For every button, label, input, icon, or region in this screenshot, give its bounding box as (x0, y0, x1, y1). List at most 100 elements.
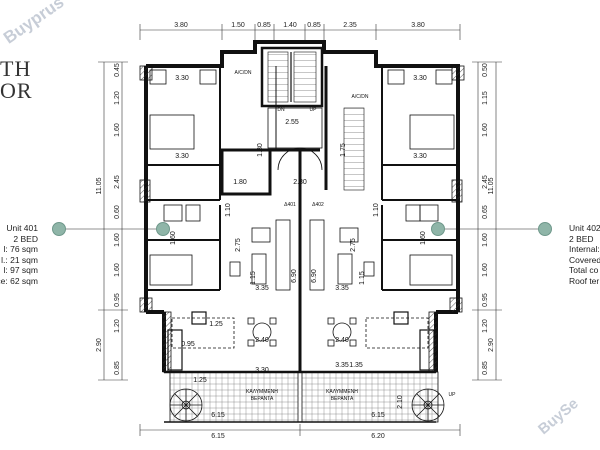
dimension-bottom-label: 6.15 (211, 433, 225, 440)
plan-annotation: Δ401 (284, 202, 296, 208)
developer-logo: TH OR (0, 58, 33, 102)
plan-annotation: ΚΑΛΥΜΜΕΝΗ (246, 389, 278, 395)
dimension-right-outer-label: 11.05 (488, 177, 495, 194)
dimension-right-inner-label: 1.60 (482, 233, 489, 247)
unit-401-title: Unit 401 (6, 223, 38, 233)
unit-402-beds: 2 BED (569, 233, 594, 244)
room-dimension-label: 3.30 (413, 153, 427, 160)
logo-line-1: TH (0, 56, 32, 81)
room-dimension-label: 2.40 (255, 337, 269, 344)
logo-line-2: OR (0, 78, 33, 103)
room-dimension-label: 2.40 (335, 337, 349, 344)
room-dimension-label: 1.10 (225, 203, 232, 217)
dimension-left-inner-label: 0.85 (114, 361, 121, 375)
stairwell (260, 46, 365, 191)
unit-402-info: Unit 402 2 BED Internal: Covered Total c… (569, 223, 600, 286)
verandas (164, 370, 439, 423)
dimension-left-inner-label: 1.20 (114, 91, 121, 105)
kitchen-counters (167, 311, 435, 371)
dimension-left (98, 61, 128, 381)
room-dimension-label: 3.30 (413, 75, 427, 82)
room-dimension-label: 6.15 (371, 412, 385, 419)
dimension-right-inner-label: 1.60 (482, 263, 489, 277)
dimension-top-label: 1.40 (283, 22, 297, 29)
room-dimension-label: 2.80 (293, 179, 307, 186)
dimension-top-label: 2.35 (343, 22, 357, 29)
unit-402-room-marker[interactable] (431, 222, 445, 236)
room-dimension-label: 3.35 (335, 362, 349, 369)
plan-annotation: DN (277, 107, 285, 113)
dimension-right-inner-label: 0.50 (482, 63, 489, 77)
unit-401-internal: l: 76 sqm (3, 244, 39, 254)
room-dimension-label: 3.35 (255, 285, 269, 292)
dimension-top-label: 3.80 (174, 22, 188, 29)
room-dimension-label: 1.25 (193, 377, 207, 384)
dimension-right-inner-label: 1.60 (482, 123, 489, 137)
interior-walls-right (381, 66, 458, 291)
room-dimension-label: 1.15 (250, 271, 257, 285)
room-dimension-label: 1.10 (373, 203, 380, 217)
room-dimension-label: 2.10 (397, 395, 404, 409)
room-dimension-label: 1.80 (233, 179, 247, 186)
dimension-left-inner-label: 0.60 (114, 205, 121, 219)
room-dimension-label: 6.90 (291, 269, 298, 283)
dimension-left-inner-label: 1.60 (114, 123, 121, 137)
kitchens (171, 317, 429, 349)
room-dimension-label: 2.55 (285, 119, 299, 126)
dimension-right-inner-label: 2.45 (482, 175, 489, 189)
room-dimension-label: 2.75 (350, 238, 357, 252)
dimension-top-label: 3.80 (411, 22, 425, 29)
unit-401-roof: ace: 62 sqm (0, 275, 38, 286)
dimension-right-inner-label: 1.20 (482, 319, 489, 333)
room-dimension-label: 1.80 (257, 143, 264, 157)
plan-annotation: UP (310, 107, 318, 113)
dimension-right-outer-label: 2.90 (488, 338, 495, 352)
unit-401-marker[interactable] (52, 222, 66, 236)
dimension-left-inner-label: 2.45 (114, 175, 121, 189)
unit-402-title: Unit 402 (569, 223, 600, 233)
room-dimension-label: 1.35 (349, 362, 363, 369)
dimension-top-label: 0.85 (307, 22, 321, 29)
unit-401-covered: l.: 21 sqm (1, 254, 38, 265)
dimension-left-inner-label: 1.60 (114, 233, 121, 247)
room-dimension-label: 6.15 (211, 412, 225, 419)
room-dimension-label: 2.75 (235, 238, 242, 252)
room-dimension-label: 1.60 (420, 231, 427, 245)
dimension-left-outer-label: 11.05 (96, 177, 103, 194)
dimension-left-inner-label: 1.20 (114, 319, 121, 333)
room-dimension-label: 3.30 (175, 75, 189, 82)
dimension-left-inner-label: 0.45 (114, 63, 121, 77)
dimension-bottom (139, 424, 461, 436)
room-dimension-label: 1.60 (170, 231, 177, 245)
plan-annotation: A/C/DN (235, 70, 252, 76)
unit-401-beds: 2 BED (13, 233, 38, 244)
room-dimension-label: 1.25 (209, 321, 223, 328)
dimension-top-label: 1.50 (231, 22, 245, 29)
room-dimension-label: 3.30 (255, 367, 269, 374)
dimension-top-label: 0.85 (257, 22, 271, 29)
room-dimension-label: 1.75 (340, 143, 347, 157)
unit-402-internal: Internal: (569, 244, 600, 254)
spiral-stairs (169, 388, 445, 422)
unit-402-marker[interactable] (538, 222, 552, 236)
plan-annotation: A/C/DN (352, 94, 369, 100)
unit-401-info: Unit 401 2 BED l: 76 sqm l.: 21 sqm l: 9… (0, 223, 38, 286)
unit-402-covered: Covered (569, 254, 600, 265)
hatched-columns (139, 65, 465, 373)
core-walls (220, 66, 328, 372)
plan-annotation: ΚΑΛΥΜΜΕΝΗ (326, 389, 358, 395)
unit-402-total: Total co (569, 265, 599, 275)
unit-401-total: l: 97 sqm (3, 265, 39, 275)
dimension-bottom-label: 6.20 (371, 433, 385, 440)
dimension-right-inner-label: 1.15 (482, 91, 489, 105)
dimension-right-inner-label: 0.95 (482, 293, 489, 307)
dimension-right (472, 61, 502, 381)
room-dimension-label: 3.35 (335, 285, 349, 292)
furniture (229, 147, 375, 347)
unit-401-room-marker[interactable] (156, 222, 170, 236)
plan-annotation: ΒΕΡΑΝΤΑ (331, 396, 354, 402)
room-dimension-label: 0.95 (181, 341, 195, 348)
dimension-left-outer-label: 2.90 (96, 338, 103, 352)
plan-annotation: UP (449, 392, 457, 398)
